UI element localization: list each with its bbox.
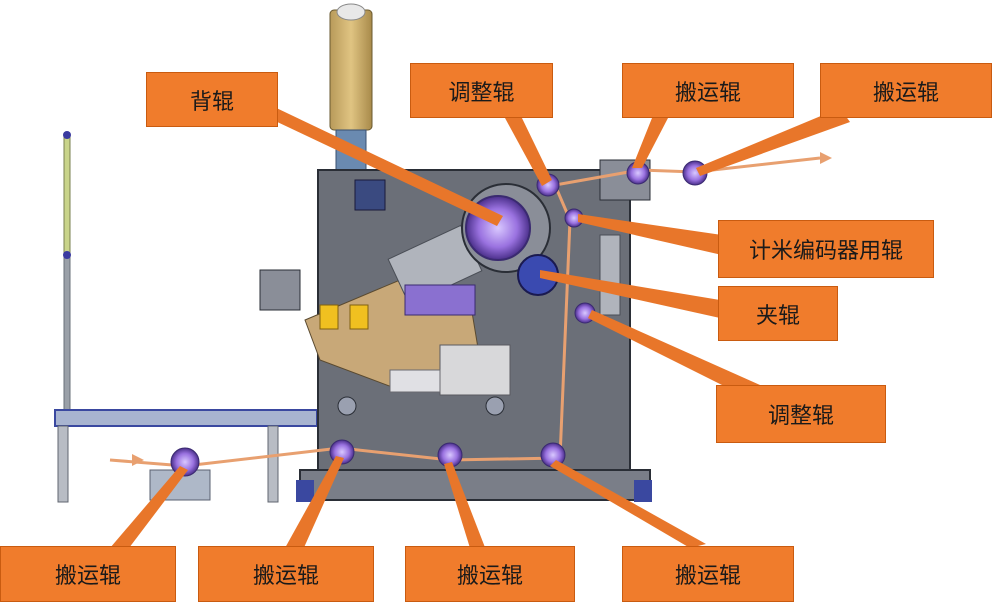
label-transport-roller-top2: 搬运辊 [820, 63, 992, 118]
label-transport-roller-top1: 搬运辊 [622, 63, 794, 118]
web-arrow-start [132, 454, 144, 466]
left-pole [63, 131, 71, 416]
label-transport-roller-bottom3: 搬运辊 [405, 546, 575, 602]
lower-roller-1 [337, 396, 357, 416]
label-transport-roller-bottom1: 搬运辊 [0, 546, 176, 602]
web-path [109, 156, 821, 468]
leader-lines [110, 104, 850, 552]
left-mechanism [259, 224, 621, 396]
lower-roller-2 [485, 396, 505, 416]
label-transport-roller-bottom2: 搬运辊 [198, 546, 374, 602]
web-arrow-end [820, 152, 832, 164]
label-transport-roller-bottom4: 搬运辊 [622, 546, 794, 602]
label-back-roller: 背辊 [146, 72, 278, 127]
label-adjust-roller-top: 调整辊 [410, 63, 553, 118]
label-nip-roller: 夹辊 [718, 286, 838, 341]
label-adjust-roller-right: 调整辊 [716, 385, 886, 443]
label-meter-encoder-roller: 计米编码器用辊 [718, 220, 934, 278]
